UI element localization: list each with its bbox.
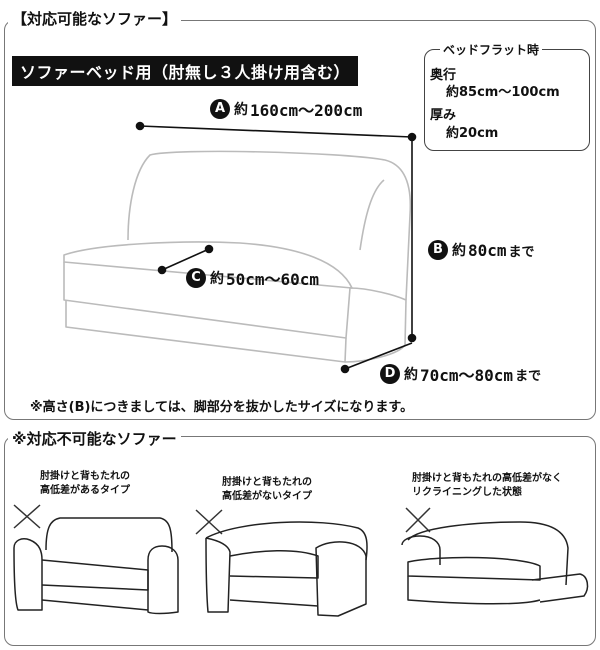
dim-a-prefix: 約: [234, 102, 248, 118]
sofa-2-back: [205, 521, 368, 561]
caption-1-line1: 肘掛けと背もたれの: [40, 471, 130, 482]
incompatible-caption-1: 肘掛けと背もたれの 高低差があるタイプ: [40, 470, 130, 498]
dim-c-end-dot: [204, 244, 214, 254]
depth-label: 奥行: [430, 68, 457, 83]
caption-2-line1: 肘掛けと背もたれの: [222, 477, 312, 488]
sofa-back-crease: [359, 179, 385, 251]
sofa-1-left-arm: [13, 538, 43, 611]
sofa-backrest: [127, 150, 412, 301]
incompatible-caption-3: 肘掛けと背もたれの高低差がなく リクライニングした状態: [412, 472, 562, 500]
dim-d-line: [344, 342, 413, 370]
dim-c-badge: C: [186, 268, 206, 288]
sofa-1-base: [41, 599, 149, 611]
sofa-2-drawing: [195, 509, 368, 617]
incompatible-title: ※対応不可能なソファー: [8, 428, 181, 449]
dim-a-badge: A: [210, 99, 230, 119]
dim-b-suffix: まで: [508, 244, 535, 260]
sofa-2-seat: [229, 550, 319, 579]
caption-3-line2: リクライニングした状態: [412, 487, 522, 498]
dim-d-label: D 約 70cm～80cm まで: [380, 362, 541, 386]
dim-a-label: A 約 160cm～200cm: [210, 97, 362, 121]
caption-3-line1: 肘掛けと背もたれの高低差がなく: [412, 473, 562, 484]
dim-b-value: 80cm: [468, 240, 507, 260]
sofa-2-right-arm: [315, 541, 367, 617]
sofa-3-seat: [407, 556, 541, 581]
sofa-3-back: [407, 521, 569, 586]
bed-flat-box: [424, 49, 590, 151]
dim-d-start-dot: [340, 364, 350, 374]
sofa-1-right-arm: [147, 545, 179, 615]
dim-b-prefix: 約: [452, 243, 466, 259]
incompatible-caption-2: 肘掛けと背もたれの 高低差がないタイプ: [222, 476, 312, 504]
x-mark-1b: [13, 504, 41, 529]
dim-c-prefix: 約: [210, 271, 224, 287]
x-mark-3b: [405, 507, 431, 533]
caption-2-line2: 高低差がないタイプ: [222, 491, 312, 502]
dim-d-badge: D: [380, 364, 400, 384]
incompatible-panel: [4, 436, 596, 646]
thickness-value: 約20cm: [446, 126, 499, 141]
x-mark-2b: [195, 509, 223, 535]
dim-d-suffix: まで: [515, 368, 542, 384]
sofa-seat-front: [63, 262, 351, 339]
dim-c-line: [161, 248, 210, 271]
dim-b-badge: B: [428, 240, 448, 260]
dim-c-value: 50cm～60cm: [226, 270, 320, 289]
sofa-3-drawing: [401, 507, 589, 605]
sofa-seat-top: [63, 241, 353, 289]
sofa-2-base: [229, 599, 319, 607]
depth-value: 約85cm～100cm: [446, 85, 560, 100]
dim-d-prefix: 約: [404, 367, 418, 383]
sofa-base-front: [65, 300, 347, 363]
sofa-1-back: [45, 517, 173, 553]
dim-d-value: 70cm～80cm: [420, 366, 514, 385]
sofa-3-left-arm: [401, 535, 441, 565]
sofa-bed-banner: ソファーベッド用（肘無し３人掛け用含む）: [12, 56, 359, 86]
thickness-label: 厚み: [430, 108, 457, 123]
dim-a-start-dot: [135, 121, 145, 131]
sofa-3-base: [407, 576, 541, 605]
caption-1-line2: 高低差があるタイプ: [40, 485, 130, 496]
sofa-1-drawing: [13, 504, 179, 615]
sofa-2-left-arm: [205, 537, 231, 613]
dim-a-value: 160cm～200cm: [250, 101, 363, 120]
dim-b-end-dot: [407, 333, 417, 343]
dim-b-label: B 約 80cm まで: [428, 240, 535, 260]
compatible-title: 【対応可能なソファー】: [8, 8, 182, 29]
bed-flat-title: ベッドフラット時: [440, 41, 543, 58]
height-note: ※高さ(B)につきましては、脚部分を抜かしたサイズになります。: [30, 400, 414, 415]
dim-a-line: [139, 125, 413, 138]
dim-c-label: C 約 50cm～60cm: [186, 266, 319, 290]
sofa-1-seat: [41, 559, 149, 591]
sofa-3-footrest: [531, 573, 589, 603]
dim-c-start-dot: [157, 265, 167, 275]
